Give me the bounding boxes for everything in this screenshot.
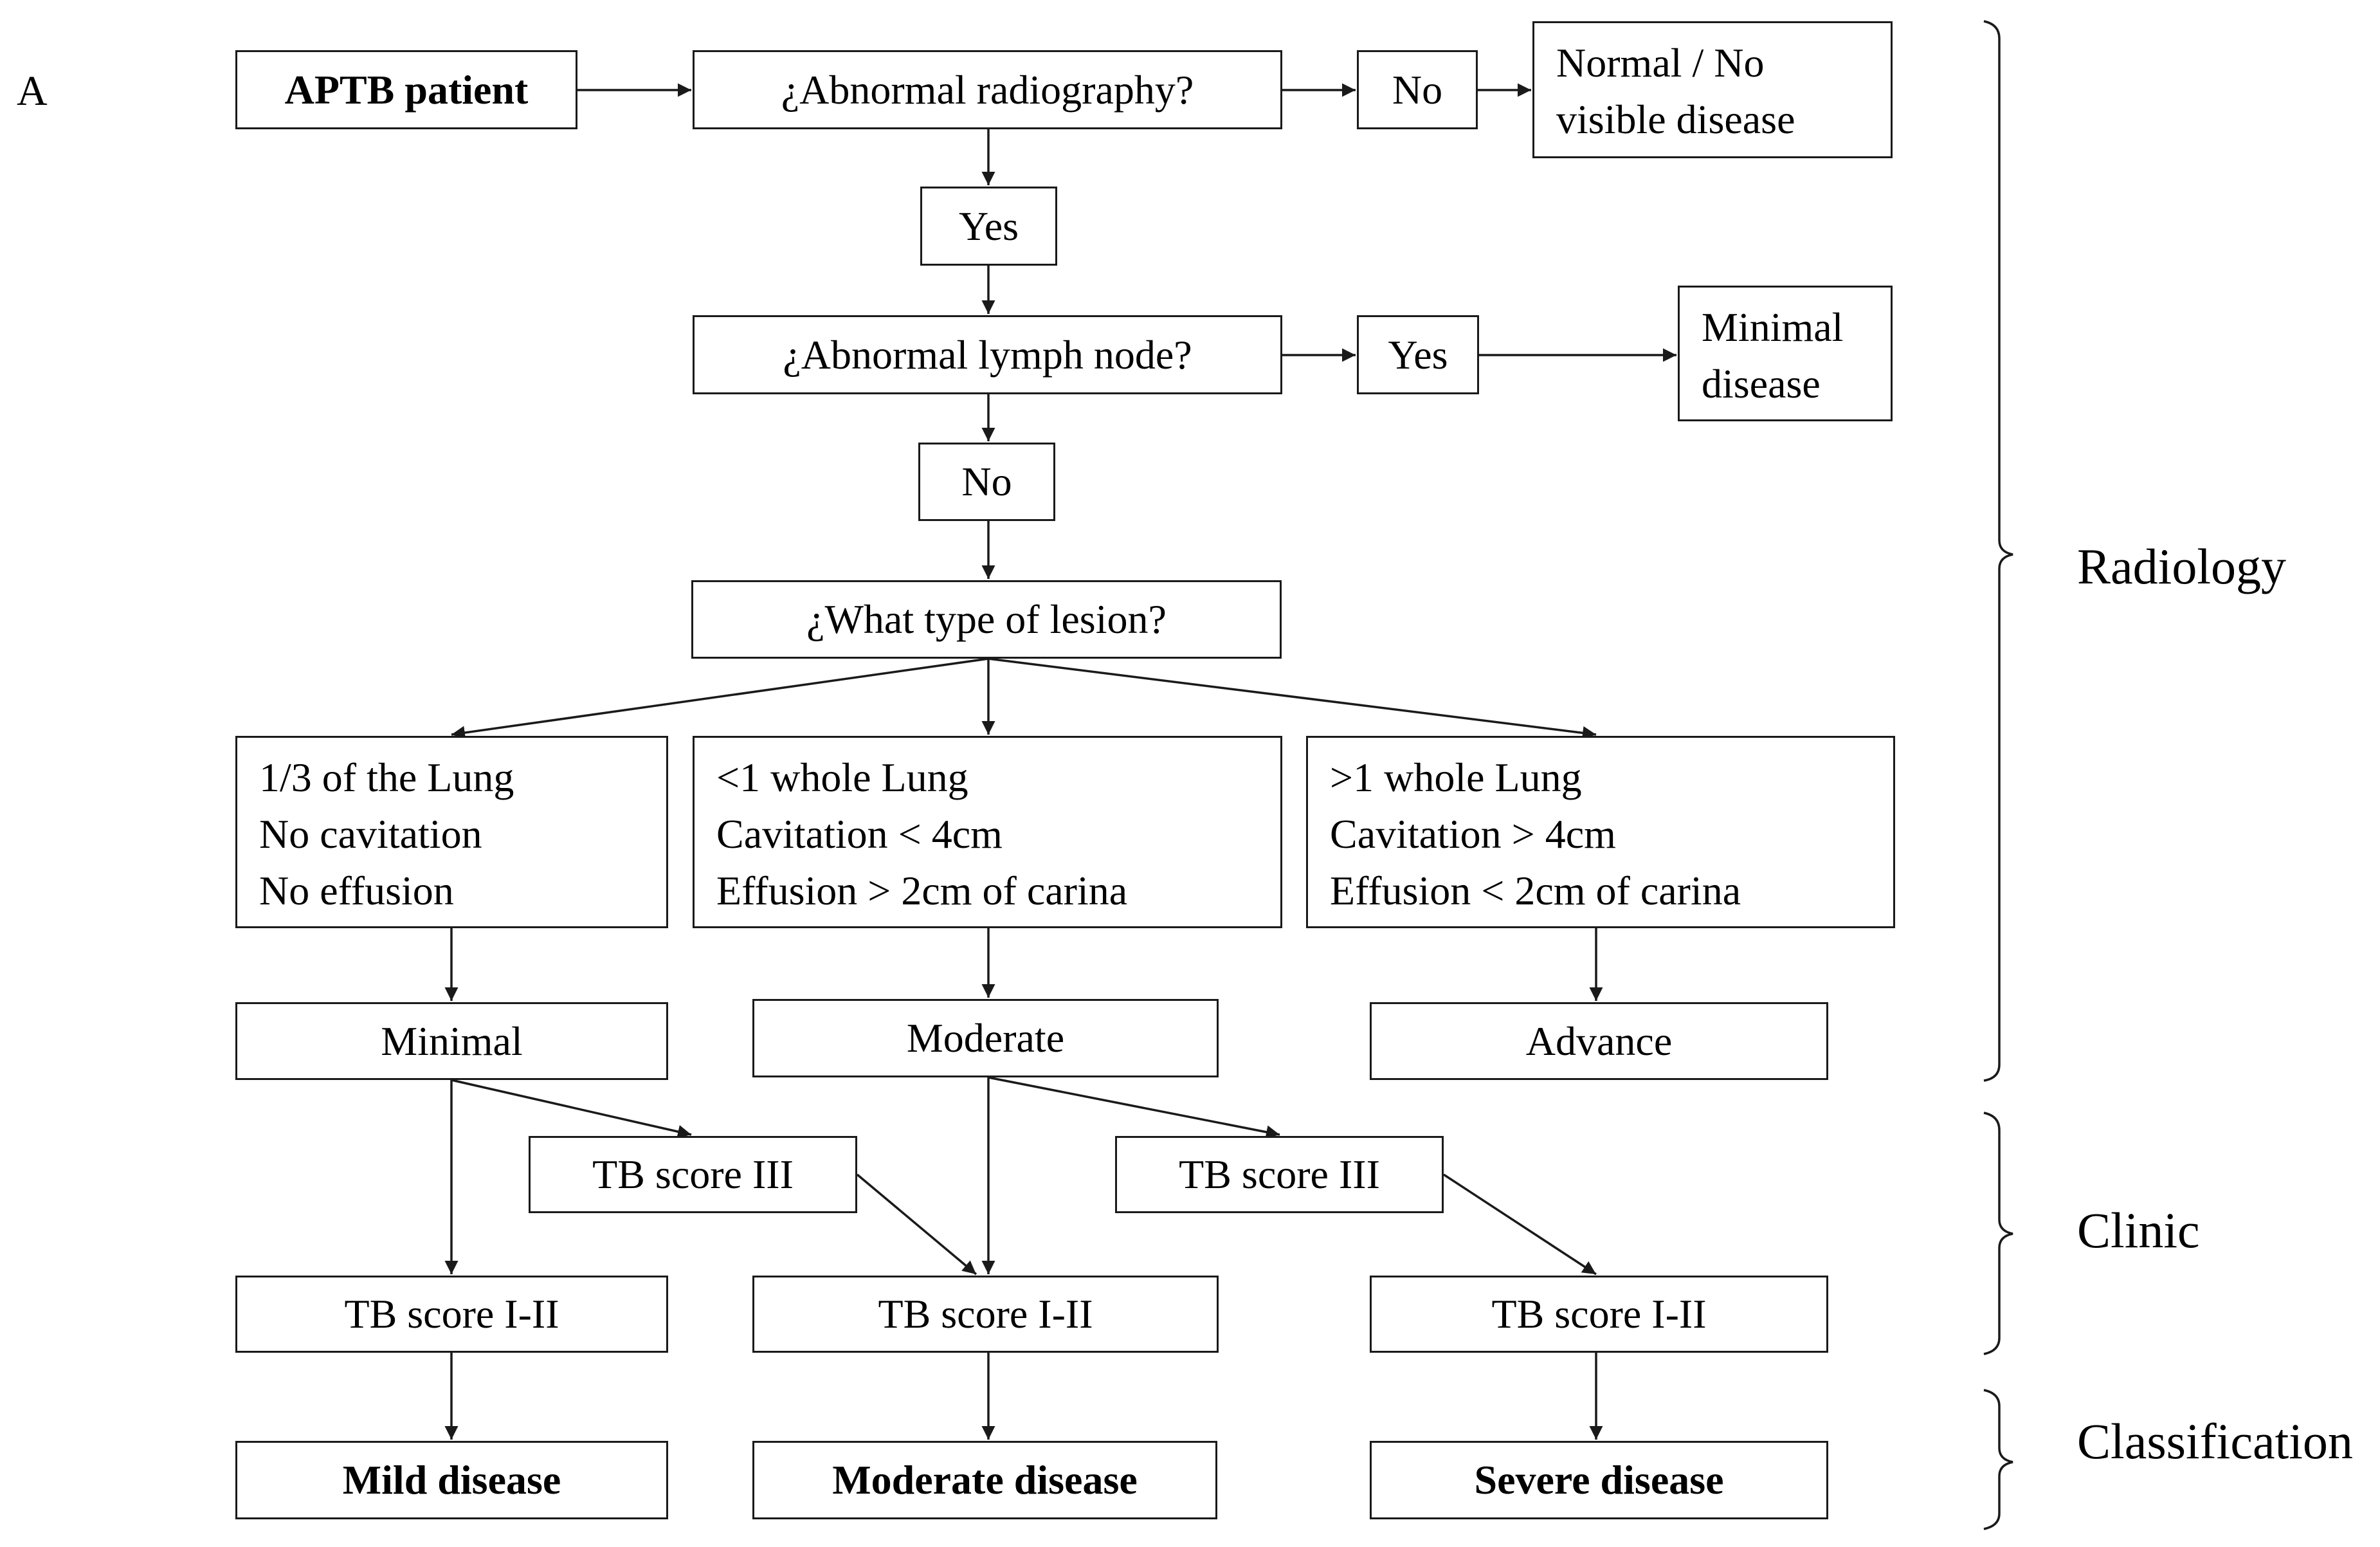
tb-score-i-ii-mid-box: TB score I-II (752, 1276, 1219, 1353)
radiography-no-box: No (1357, 50, 1478, 129)
moderate-criteria-line-2: Cavitation < 4cm (716, 811, 1003, 857)
section-label-classification: Classification (2077, 1413, 2353, 1469)
arrow-minimal-to-tb3-left (451, 1079, 692, 1139)
aptb-patient-box: APTB patient (235, 50, 577, 129)
abnormal-radiography-question: ¿Abnormal radiography? (693, 50, 1282, 129)
lesion-advanced-criteria-box: >1 whole Lung Cavitation > 4cm Effusion … (1306, 736, 1895, 928)
bracket-classification (1983, 1389, 2013, 1530)
lymph-yes-box: Yes (1357, 315, 1479, 394)
mild-disease-box: Mild disease (235, 1441, 668, 1519)
tb-score-i-ii-right-box: TB score I-II (1370, 1276, 1828, 1353)
moderate-disease-box: Moderate disease (752, 1441, 1217, 1519)
advance-box: Advance (1370, 1002, 1828, 1080)
minimal-criteria-line-3: No effusion (259, 868, 454, 913)
severe-disease-box: Severe disease (1370, 1441, 1828, 1519)
lesion-minimal-criteria-box: 1/3 of the Lung No cavitation No effusio… (235, 736, 668, 928)
minimal-disease-lymph-box: Minimal disease (1678, 286, 1893, 421)
bracket-radiology (1983, 20, 2013, 1082)
arrow-tb3-right-to-tb12-right (1443, 1173, 1597, 1276)
bracket-clinic (1983, 1112, 2013, 1355)
minimal-criteria-line-2: No cavitation (259, 811, 482, 857)
minimal-criteria-line-1: 1/3 of the Lung (259, 755, 514, 800)
lesion-type-question: ¿What type of lesion? (691, 580, 1282, 659)
tb-score-iii-left-box: TB score III (529, 1136, 857, 1213)
lesion-moderate-criteria-box: <1 whole Lung Cavitation < 4cm Effusion … (693, 736, 1282, 928)
arrow-tb3-left-to-tb12-mid (856, 1173, 977, 1276)
arrow-moderate-to-tb3-right (988, 1076, 1280, 1139)
radiography-yes-box: Yes (920, 187, 1057, 266)
abnormal-lymph-node-question: ¿Abnormal lymph node? (693, 315, 1282, 394)
tb-score-i-ii-left-box: TB score I-II (235, 1276, 668, 1353)
arrow-lesion-to-advanced-criteria (988, 657, 1597, 740)
advanced-criteria-line-3: Effusion < 2cm of carina (1330, 868, 1741, 913)
normal-line-2: visible disease (1556, 96, 1795, 142)
moderate-criteria-line-1: <1 whole Lung (716, 755, 968, 800)
normal-no-visible-disease-box: Normal / No visible disease (1532, 21, 1893, 158)
minimal-disease-line-2: disease (1702, 361, 1821, 407)
section-label-clinic: Clinic (2077, 1202, 2200, 1258)
normal-line-1: Normal / No (1556, 40, 1765, 86)
minimal-box: Minimal (235, 1002, 668, 1080)
panel-label: A (17, 68, 48, 114)
advanced-criteria-line-1: >1 whole Lung (1330, 755, 1582, 800)
moderate-criteria-line-3: Effusion > 2cm of carina (716, 868, 1128, 913)
section-label-radiology: Radiology (2077, 538, 2286, 594)
lymph-no-box: No (918, 443, 1055, 521)
minimal-disease-line-1: Minimal (1702, 304, 1844, 350)
moderate-box: Moderate (752, 999, 1219, 1077)
tb-score-iii-right-box: TB score III (1115, 1136, 1444, 1213)
advanced-criteria-line-2: Cavitation > 4cm (1330, 811, 1616, 857)
arrow-lesion-to-minimal-criteria (451, 657, 989, 740)
